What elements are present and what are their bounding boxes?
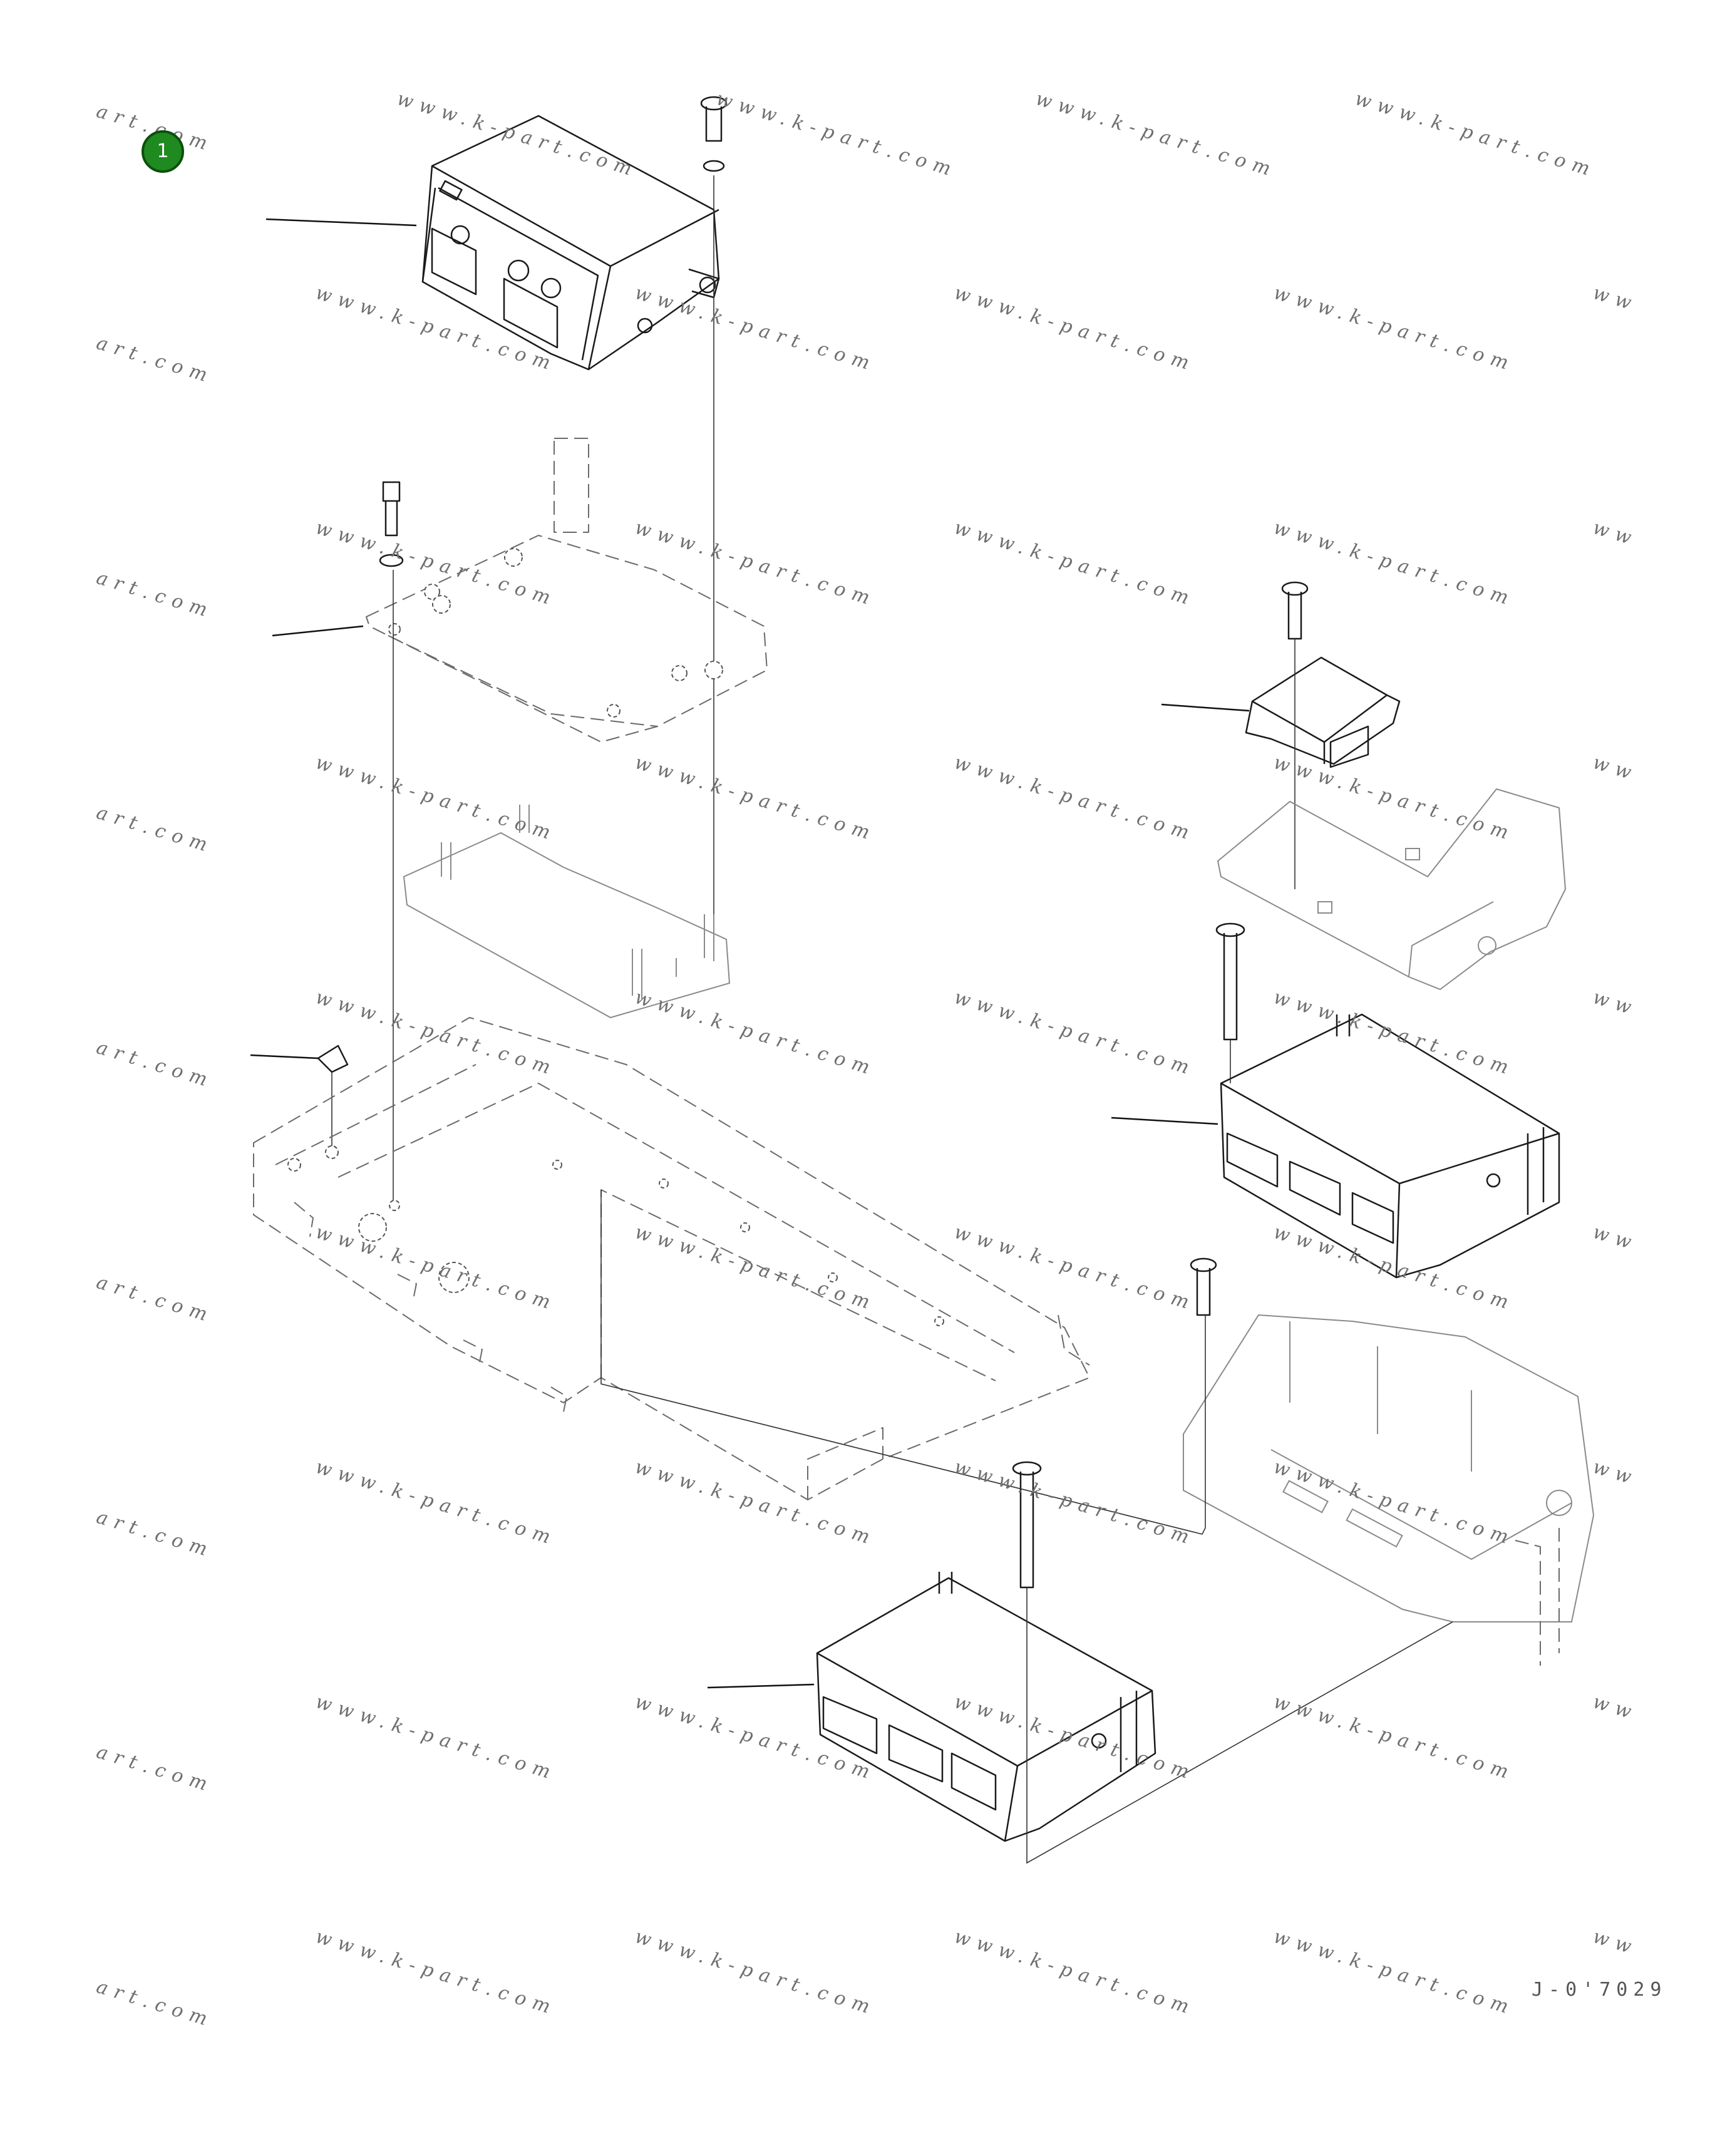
bolt-plate [379,481,404,567]
main-frame-bracket [253,1017,1090,1500]
controller-unit-top [421,115,720,371]
mounting-plate-lower [403,805,731,1019]
mounting-bracket-right-upper [1217,788,1567,991]
drawing-id-label: J-0'7029 [1532,1979,1667,2001]
leader-line-small-module [1161,703,1250,712]
ecu-right [1220,1013,1560,1279]
mounting-bracket-right-lower [1183,1314,1595,1666]
leader-line-ecu-bottom [707,1683,815,1689]
leader-line-ecu-right [1111,1117,1218,1125]
bolt-ecu-right [1215,922,1245,1041]
small-module-right [1245,656,1401,768]
bolt-top [700,96,728,172]
leader-line-plate [272,625,364,637]
leader-line-top-controller [265,218,417,227]
leader-line-clip [250,1054,319,1060]
mounting-plate-upper [366,438,768,743]
clip-part [317,1044,349,1152]
ecu-bottom [816,1572,1156,1842]
callout-badge[interactable]: 1 [142,130,184,173]
bolt-lower-bracket [1190,1257,1217,1316]
bolt-small-module [1281,581,1309,640]
